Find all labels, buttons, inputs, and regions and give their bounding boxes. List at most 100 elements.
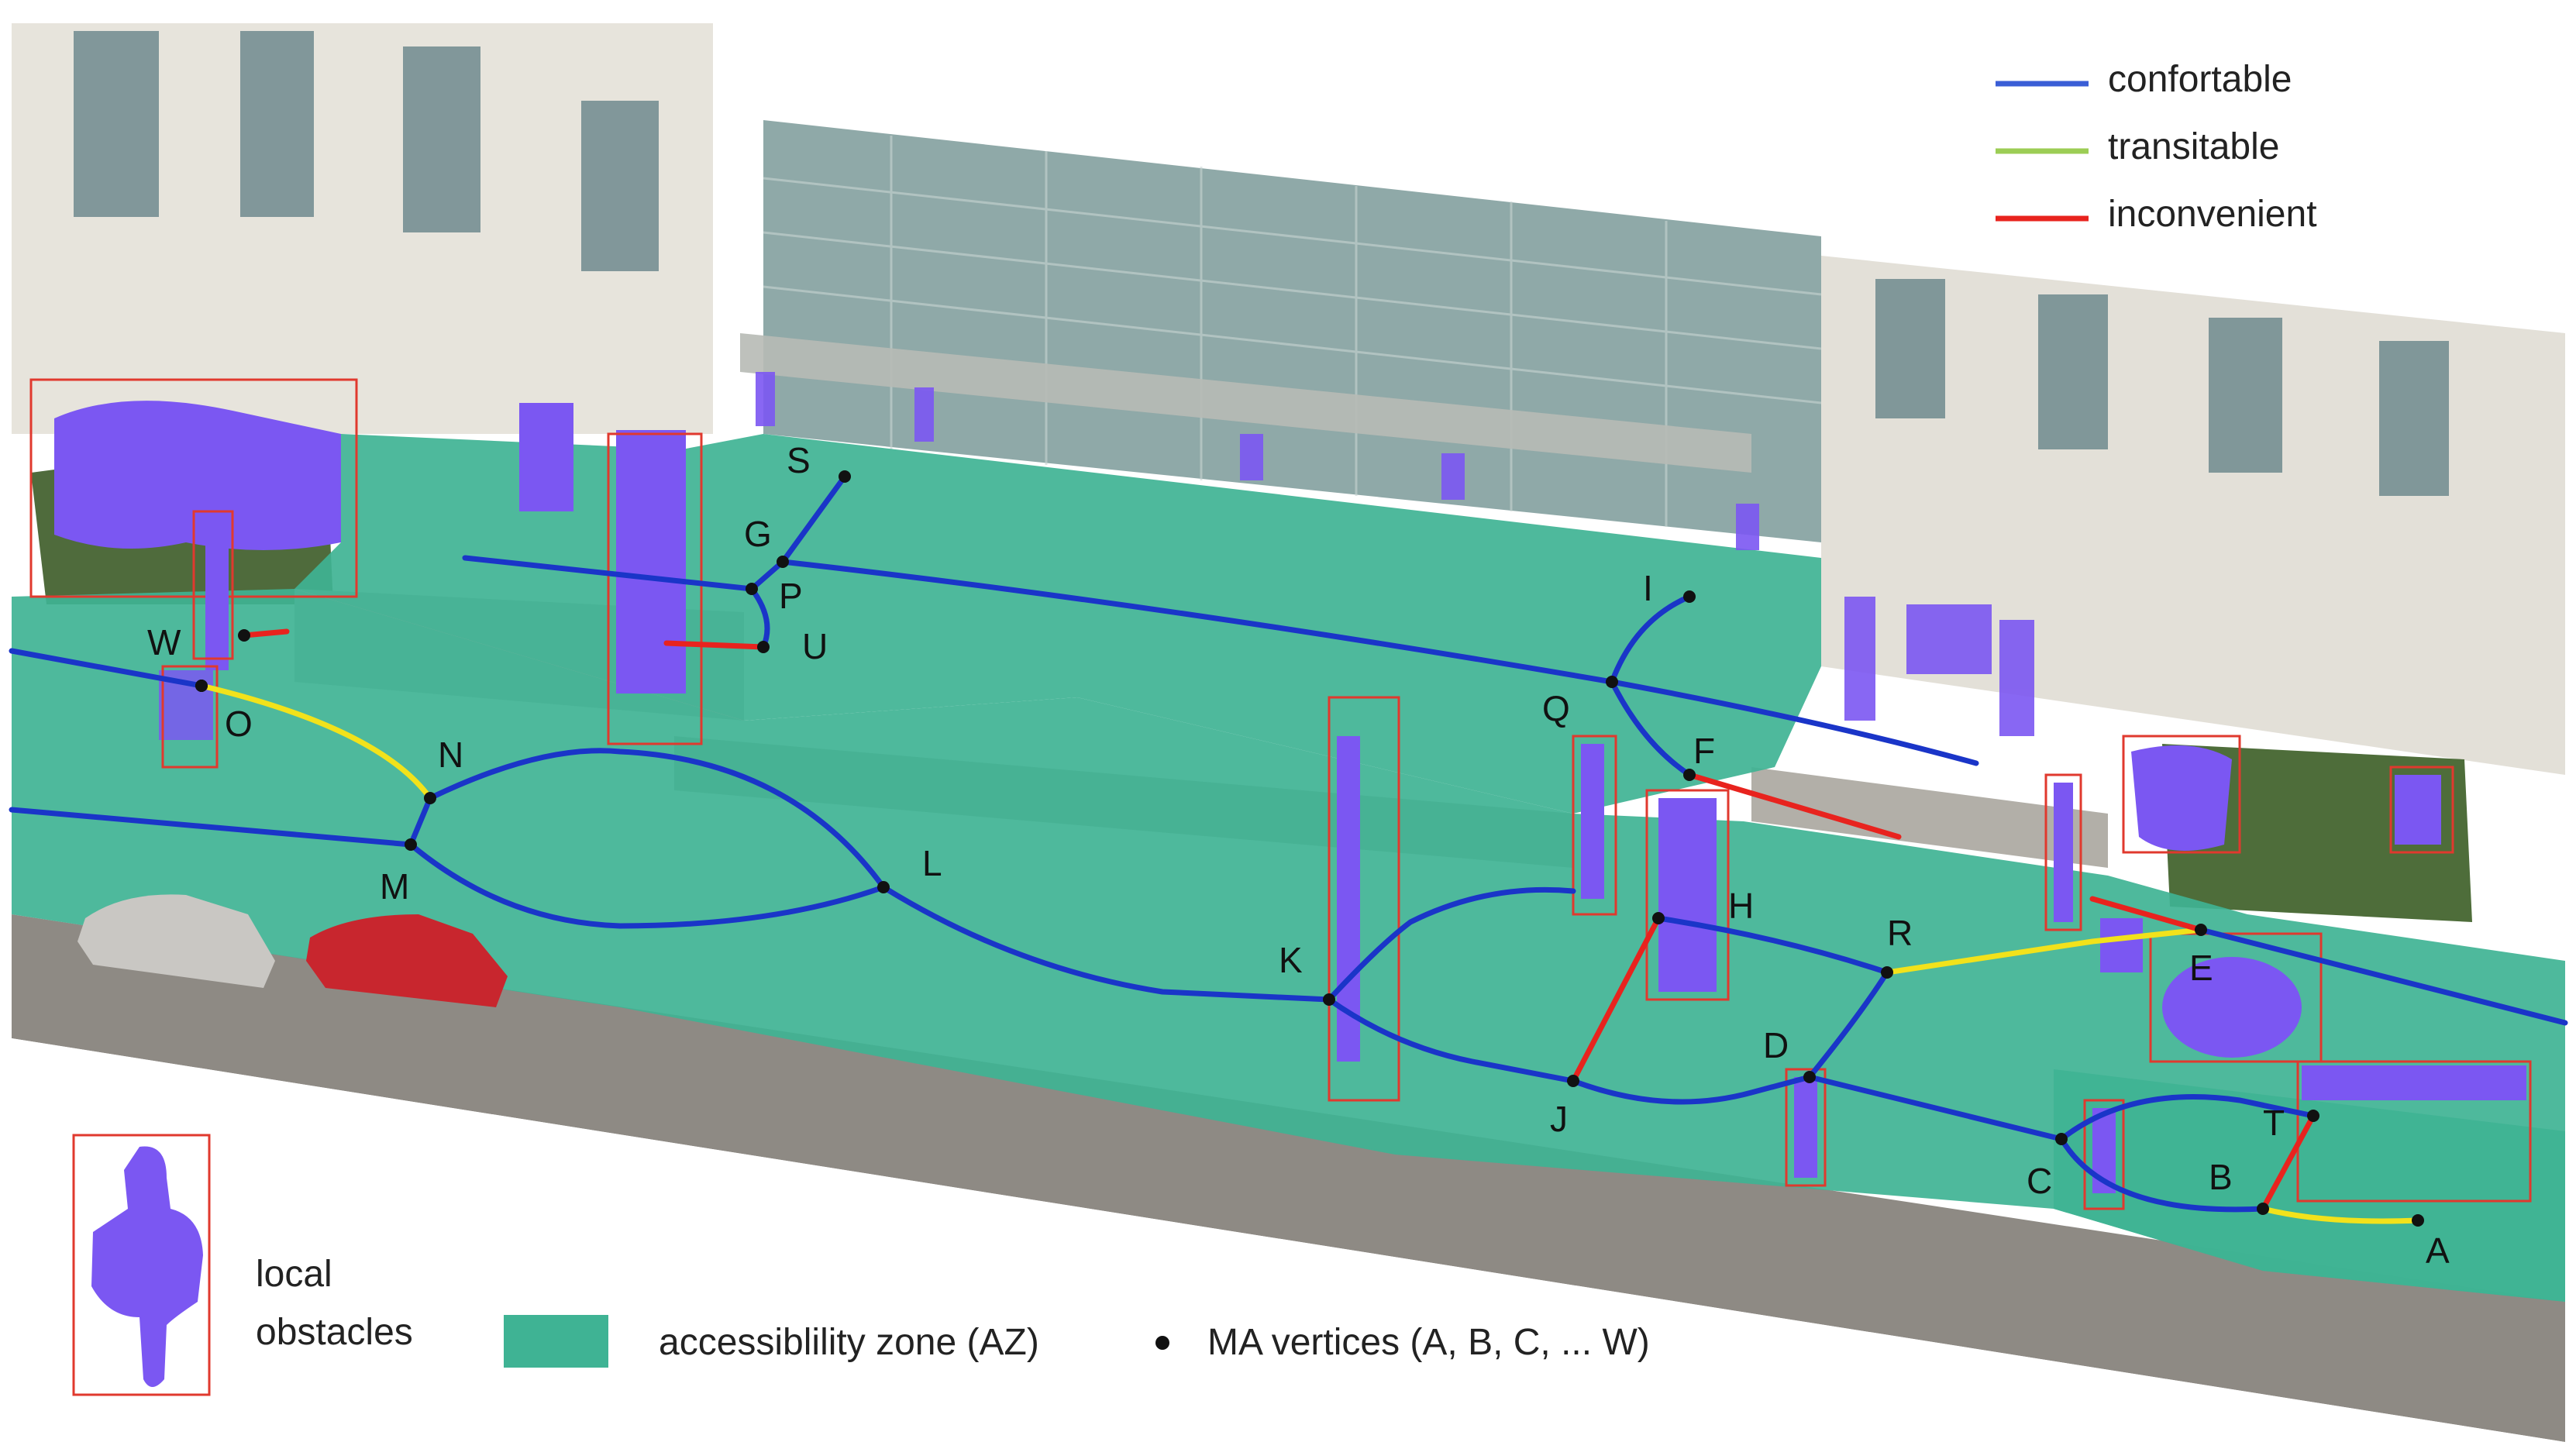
vertex-Q: Q xyxy=(1542,676,1618,728)
vertex-label: U xyxy=(802,626,828,666)
edge-J-H xyxy=(1570,915,1662,1084)
legend-ma-vertices: MA vertices (A, B, C, ... W) xyxy=(1155,1322,1650,1363)
parked-cars xyxy=(77,894,508,1007)
vertex-J: J xyxy=(1550,1075,1579,1139)
vertex-label: G xyxy=(744,514,772,554)
ma-vertices: A B C D E F G H I J K L M N O P Q R S T … xyxy=(147,440,2450,1271)
edge-E-right xyxy=(2198,927,2568,1026)
legend-label: inconvenient xyxy=(2108,194,2317,235)
vertex-M: M xyxy=(380,838,417,907)
vertex-F: F xyxy=(1683,731,1715,781)
vertex-A: A xyxy=(2412,1214,2450,1271)
vertex-label: I xyxy=(1643,568,1653,608)
edge-H-R xyxy=(1655,915,1890,976)
vertex-label: C xyxy=(2027,1161,2052,1201)
obstacle-shape-icon xyxy=(91,1146,203,1387)
legend-obstacles-line1: local xyxy=(256,1254,332,1295)
vertex-label: K xyxy=(1279,940,1303,980)
obstacle-bbox-icon xyxy=(72,1134,211,1396)
edge-N-L xyxy=(427,748,887,890)
vertex-label: W xyxy=(147,622,181,662)
legend-label: confortable xyxy=(2108,59,2292,100)
vertex-E: E xyxy=(2189,924,2213,988)
vertex-C: C xyxy=(2027,1133,2068,1201)
vertex-S: S xyxy=(787,440,851,483)
vertex-U: U xyxy=(757,626,828,666)
vertex-label: E xyxy=(2189,948,2213,988)
ma-edges xyxy=(9,473,2568,1224)
legend-item-inconvenient: inconvenient xyxy=(1996,194,2317,235)
edge-D-R xyxy=(1806,969,1890,1080)
bottom-legend: local obstacles accessiblility zone (AZ)… xyxy=(72,1134,1650,1396)
vertex-K: K xyxy=(1279,940,1335,1006)
edge-E-red xyxy=(2089,896,2204,933)
vertex-label: R xyxy=(1887,913,1913,953)
legend-az-label: accessiblility zone (AZ) xyxy=(659,1322,1039,1363)
edge-B-T xyxy=(2260,1113,2316,1212)
legend-item-transitable: transitable xyxy=(1996,126,2279,167)
vertex-P: P xyxy=(746,576,803,616)
edge-J-D xyxy=(1570,1074,1813,1105)
vertex-R: R xyxy=(1881,913,1913,979)
edge-Q-F xyxy=(1609,679,1693,778)
vertex-label: M xyxy=(380,866,409,907)
edge-G-P xyxy=(749,559,786,592)
vertex-D: D xyxy=(1763,1025,1816,1083)
edge-C-B xyxy=(2058,1136,2266,1213)
az-swatch xyxy=(504,1315,608,1368)
edge-M-N xyxy=(408,795,433,848)
local-obstacles xyxy=(29,372,2532,1210)
vertex-label: O xyxy=(225,704,253,744)
edge-M-L xyxy=(408,841,887,929)
legend-local-obstacles: local obstacles xyxy=(72,1134,413,1396)
vertex-L: L xyxy=(877,843,942,893)
edge-D-C xyxy=(1806,1074,2065,1142)
az-sidewalk-main xyxy=(12,589,2565,1302)
vertex-label: P xyxy=(779,576,803,616)
legend-obstacles-line2: obstacles xyxy=(256,1312,413,1353)
edge-B-A xyxy=(2260,1206,2421,1224)
vertex-H: H xyxy=(1652,886,1754,926)
vertex-I: I xyxy=(1643,568,1696,608)
edge-G-S xyxy=(780,473,848,565)
vertex-label: A xyxy=(2426,1230,2450,1271)
vertex-label: D xyxy=(1763,1025,1789,1065)
vertex-label: T xyxy=(2263,1103,2285,1143)
edge-P-left xyxy=(462,555,755,592)
edge-F-ramp xyxy=(1686,772,1902,840)
edge-L-K xyxy=(880,884,1332,1003)
vertex-label: F xyxy=(1693,731,1715,771)
edge-U-red xyxy=(663,640,766,650)
edge-K-J xyxy=(1326,996,1576,1084)
vertex-label: S xyxy=(787,440,811,480)
legend-label: transitable xyxy=(2108,126,2279,167)
edge-K-up xyxy=(1326,886,1576,1003)
vertex-T: T xyxy=(2263,1103,2319,1143)
vertex-N: N xyxy=(424,735,463,804)
legend-vertices-label: MA vertices (A, B, C, ... W) xyxy=(1207,1322,1650,1363)
vertex-dot-icon xyxy=(1155,1336,1169,1350)
edge-W-left xyxy=(9,648,205,689)
edge-I-Q xyxy=(1609,594,1693,685)
vertex-label: H xyxy=(1728,886,1754,926)
vertex-label: J xyxy=(1550,1099,1568,1139)
vertex-B: B xyxy=(2209,1157,2269,1215)
vertex-G: G xyxy=(744,514,789,568)
route-legend: confortable transitable inconvenient xyxy=(1996,59,2317,235)
legend-item-confortable: confortable xyxy=(1996,59,2292,100)
vertex-label: B xyxy=(2209,1157,2233,1197)
legend-accessibility-zone: accessiblility zone (AZ) xyxy=(504,1315,1039,1368)
edge-C-T xyxy=(2058,1094,2316,1142)
edge-R-E xyxy=(1884,927,2204,976)
edge-W-red xyxy=(241,628,290,638)
az-lower-right xyxy=(2054,1069,2565,1302)
edge-G-main xyxy=(780,559,1979,766)
edge-O-N xyxy=(198,683,433,801)
vertex-W: W xyxy=(147,622,250,692)
edge-M-left xyxy=(9,807,414,848)
vertex-label: N xyxy=(438,735,463,775)
vertex-label: L xyxy=(922,843,942,883)
vertex-label: Q xyxy=(1542,688,1570,728)
